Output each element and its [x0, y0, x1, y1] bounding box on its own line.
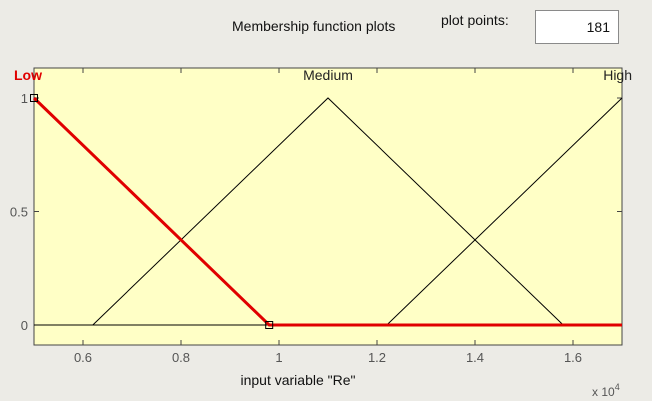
plot-points-input[interactable]: [535, 10, 619, 44]
mf-label-low[interactable]: Low: [14, 67, 42, 83]
mf-vertex-handle[interactable]: [265, 321, 274, 329]
y-tick-label: 0.5: [10, 205, 28, 220]
x-tick-label: 1: [275, 350, 282, 365]
x-tick-label: 1.2: [368, 350, 386, 365]
x-tick-label: 0.8: [172, 350, 190, 365]
x-tick-label: 1.6: [564, 350, 582, 365]
x-tick-label: 1.4: [466, 350, 484, 365]
x-axis-label: input variable "Re": [240, 372, 355, 388]
plot-title: Membership function plots: [232, 18, 396, 34]
y-tick-label: 0: [21, 318, 28, 333]
mf-line-low[interactable]: [32, 96, 622, 327]
y-tick-label: 1: [21, 91, 28, 106]
x-axis-exponent: x 104: [592, 382, 620, 399]
plot-area[interactable]: [33, 67, 623, 346]
mf-label-medium[interactable]: Medium: [303, 67, 353, 83]
x-tick-label: 0.6: [74, 350, 92, 365]
mf-vertex-handle[interactable]: [30, 94, 38, 102]
mf-label-high[interactable]: High: [603, 67, 632, 83]
plot-points-label: plot points:: [441, 12, 509, 28]
